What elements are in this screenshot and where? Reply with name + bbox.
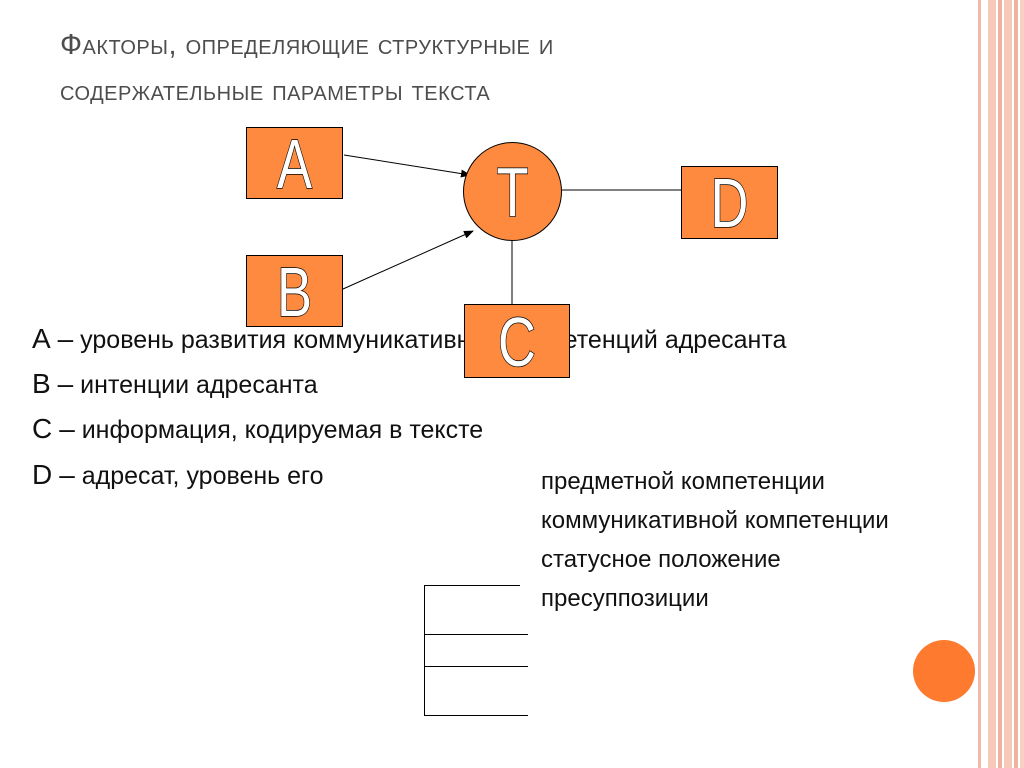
legend-item-d: D – адресат, уровень его — [32, 460, 324, 491]
legend-text: интенции адресанта — [80, 371, 318, 399]
decor-stripe — [1020, 0, 1024, 768]
decor-circle — [913, 640, 975, 702]
node-b: B — [246, 253, 343, 331]
node-t: T — [463, 142, 562, 241]
node-a-label: A — [276, 125, 313, 203]
node-b-label: B — [276, 253, 313, 331]
title-line: содержательные параметры текста — [60, 75, 491, 107]
legend-item-a: A – уровень развития коммуникативных ком… — [32, 324, 786, 355]
bracket-tick — [424, 585, 520, 586]
legend-item-c: C – информация, кодируемая в тексте — [32, 414, 483, 445]
decor-stripe — [978, 0, 981, 768]
list-item: пресуппозиции — [541, 585, 709, 612]
decor-stripe — [998, 0, 1002, 768]
legend-key: C — [32, 413, 53, 444]
node-c-label: C — [497, 303, 536, 381]
decor-stripe — [1014, 0, 1018, 768]
list-item: статусное положение — [541, 546, 781, 573]
legend-item-b: B – интенции адресанта — [32, 369, 318, 400]
title-line: Факторы, определяющие структурные и — [60, 29, 554, 61]
legend-text: уровень развития коммуникативных компете… — [80, 326, 787, 354]
node-d: D — [681, 166, 778, 239]
legend-dash: – — [57, 323, 74, 354]
legend-key: D — [32, 459, 53, 490]
slide-title: Факторы, определяющие структурные и соде… — [60, 22, 940, 114]
list-item: коммуникативной компетенции — [541, 507, 889, 534]
legend-key: B — [32, 368, 51, 399]
addressee-params-list: предметной компетенции коммуникативной к… — [541, 462, 889, 618]
bracket-vertical — [424, 585, 425, 716]
legend-dash: – — [57, 368, 74, 399]
legend-key: A — [32, 323, 51, 354]
node-t-label: T — [496, 153, 529, 231]
node-a: A — [246, 125, 343, 203]
legend-dash: – — [59, 413, 75, 444]
legend-dash: – — [59, 459, 75, 490]
node-d-label: D — [710, 164, 749, 242]
arrow-b-to-t — [342, 230, 474, 290]
legend-text: информация, кодируемая в тексте — [81, 416, 484, 444]
node-c: C — [464, 304, 570, 378]
bracket-tick — [424, 634, 528, 635]
bracket-tick — [424, 715, 528, 716]
legend-text: адресат, уровень его — [81, 462, 324, 490]
list-item: предметной компетенции — [541, 468, 825, 495]
arrow-a-to-t — [343, 154, 471, 178]
bracket-tick — [424, 666, 528, 667]
decor-stripe — [1004, 0, 1012, 768]
decor-stripe — [988, 0, 996, 768]
